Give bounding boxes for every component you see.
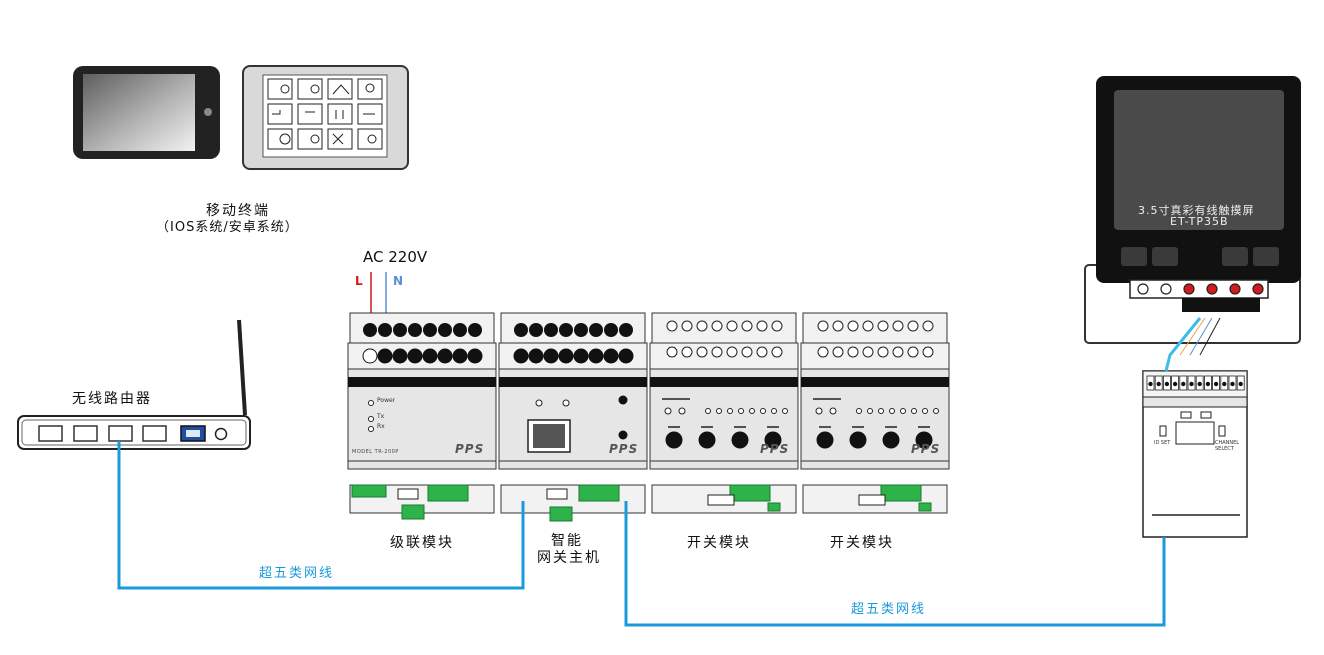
router-label: 无线路由器 [72,391,152,407]
tablet-device [73,66,220,159]
mobile-terminal-subtitle: （IOS系统/安卓系统） [156,220,299,235]
indicator-rx-label: Rx [377,423,385,430]
ibox-channel-select: CHANNEL SELECT [1215,440,1240,452]
router-device [17,319,251,450]
touchscreen-model: ET-TP35B [1170,215,1229,228]
switch-module-1 [649,312,799,514]
cascade-module [347,312,497,520]
ibox-id-set: ID SET [1154,440,1171,446]
interface-box [1142,370,1248,538]
cascade-brand: PPS [455,442,485,456]
mobile-terminal-title: 移动终端 [206,203,270,219]
power-label: AC 220V [363,248,428,266]
cable-gateway-to-interface [624,501,1166,627]
touchscreen-name: 3.5寸真彩有线触摸屏 [1138,204,1255,217]
gateway-module [498,312,648,522]
cascade-module-label: 级联模块 [390,535,454,551]
gateway-label-line1: 智能 [551,533,583,549]
gateway-brand: PPS [609,442,639,456]
switch-module-2 [800,312,950,514]
cable-router-to-gateway [117,441,525,590]
switch-module-1-label: 开关模块 [687,535,751,551]
touchscreen-terminals [1137,283,1264,295]
cascade-model-text: MODEL TR-200P [352,449,399,455]
gateway-label-line2: 网关主机 [537,550,601,566]
cable-touchscreen-to-interface [1164,317,1202,372]
switch-module-2-label: 开关模块 [830,535,894,551]
switch-1-brand: PPS [760,442,790,456]
din-modules [347,312,950,522]
neutral-wire-label: N [393,274,404,288]
touchscreen-device [1084,76,1301,344]
live-wire-label: L [355,274,363,288]
indicator-tx-label: Tx [377,413,385,420]
switch-2-brand: PPS [911,442,941,456]
panel-icon-grid [267,78,383,150]
network-cables [117,317,1221,627]
control-panel-device [242,65,409,170]
cable-label-right: 超五类网线 [851,602,927,617]
cable-label-left: 超五类网线 [259,566,335,581]
indicator-power-label: Power [377,397,396,404]
